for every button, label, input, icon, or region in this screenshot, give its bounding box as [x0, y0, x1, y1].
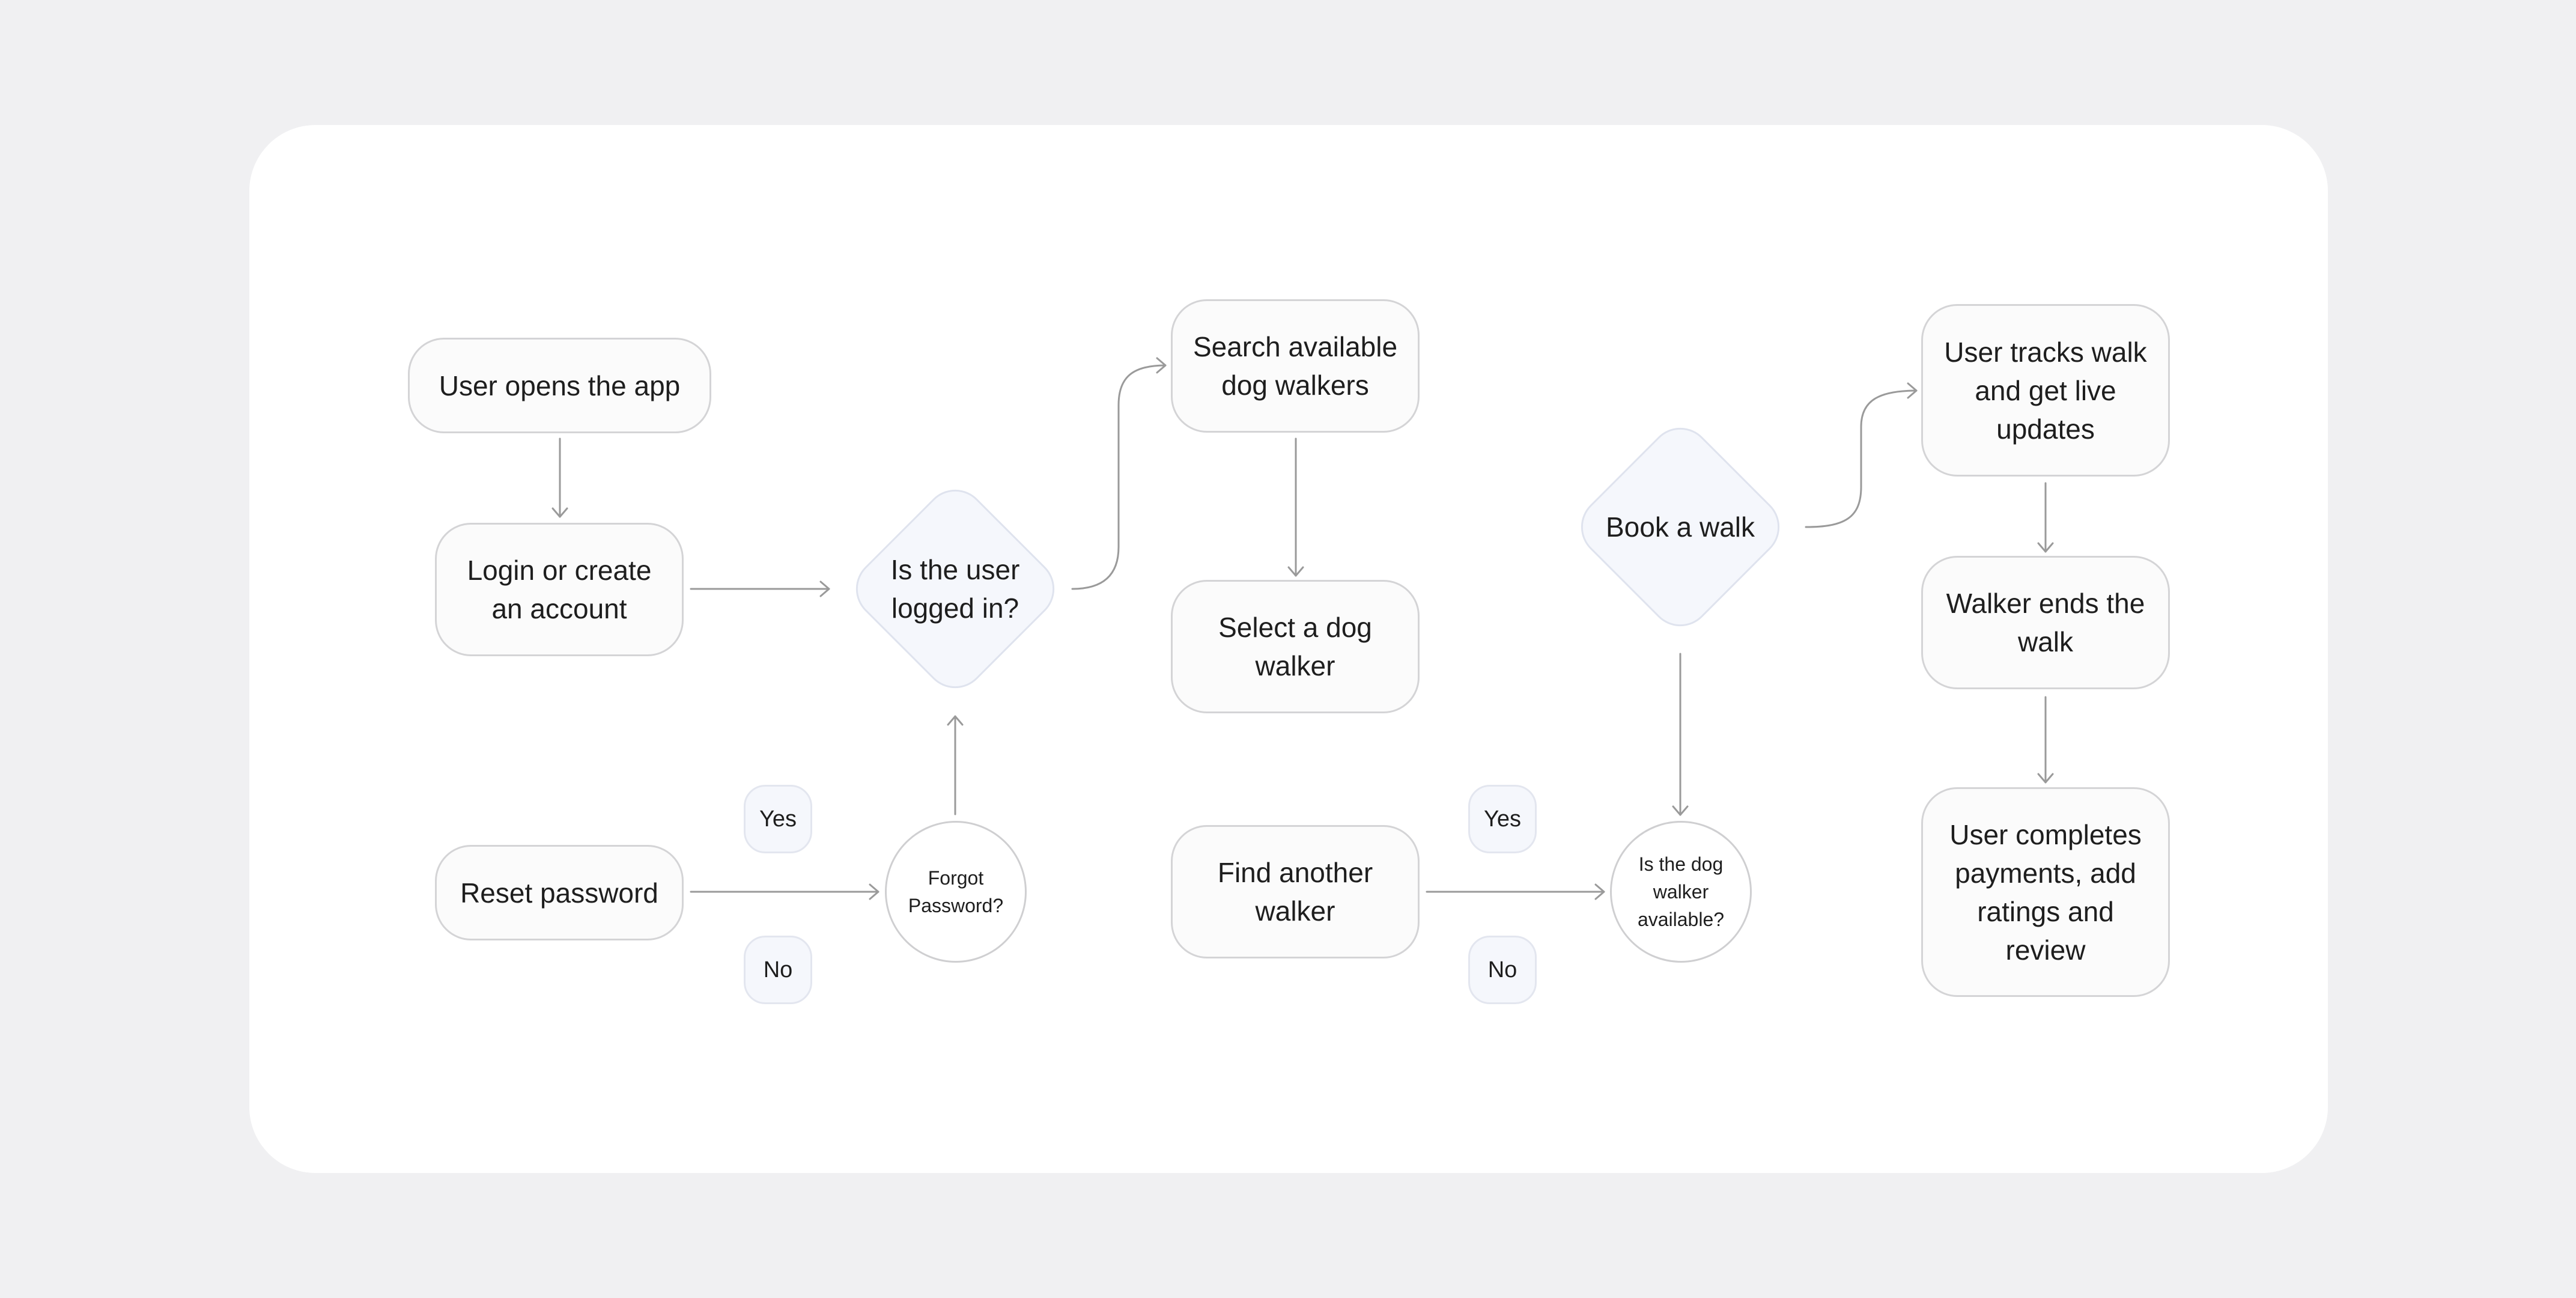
- arrowhead-decision-to-search: [1156, 357, 1167, 374]
- arrowhead-reset-to-forgot: [869, 883, 879, 900]
- node-label: Find another walker: [1217, 857, 1373, 927]
- node-reset-password[interactable]: Reset password: [435, 845, 684, 940]
- decision-walker-available-label: Is the dog walker available?: [1637, 853, 1725, 930]
- decision-is-user-logged-in-label: Is the user logged in?: [890, 554, 1020, 624]
- label-yes-right: Yes: [1468, 785, 1537, 853]
- connector-decision-to-search: [1071, 364, 1167, 590]
- arrowhead-ends-to-completes: [2037, 773, 2054, 784]
- node-user-completes-payments[interactable]: User completes payments, add ratings and…: [1921, 787, 2170, 997]
- decision-forgot-password[interactable]: Forgot Password?: [885, 821, 1027, 963]
- arrowhead-search-to-select: [1287, 566, 1304, 577]
- arrowhead-open-to-login: [551, 507, 568, 518]
- arrowhead-book-to-tracks: [1907, 382, 1918, 399]
- label-no-right: No: [1468, 936, 1537, 1004]
- node-label: User opens the app: [439, 370, 681, 401]
- arrowhead-forgot-to-decision: [947, 715, 964, 726]
- node-walker-ends-walk[interactable]: Walker ends the walk: [1921, 556, 2170, 689]
- node-label: Search available dog walkers: [1192, 331, 1398, 401]
- node-label: Select a dog walker: [1218, 612, 1372, 681]
- arrowhead-login-to-decision: [819, 580, 830, 597]
- node-label: User completes payments, add ratings and…: [1949, 818, 2142, 966]
- connector-book-to-tracks: [1805, 389, 1918, 528]
- node-user-opens-app[interactable]: User opens the app: [408, 338, 711, 433]
- node-label: Reset password: [460, 877, 658, 909]
- arrowhead-book-to-available: [1672, 805, 1689, 816]
- label-no-left: No: [744, 936, 812, 1004]
- label-yes-left: Yes: [744, 785, 812, 853]
- node-select-a-dog-walker[interactable]: Select a dog walker: [1171, 580, 1420, 713]
- node-label: Login or create an account: [467, 555, 652, 624]
- node-label: User tracks walk and get live updates: [1944, 336, 2147, 445]
- decision-forgot-password-label: Forgot Password?: [908, 867, 1004, 916]
- node-find-another-walker[interactable]: Find another walker: [1171, 825, 1420, 958]
- arrowhead-find-to-available: [1594, 883, 1605, 900]
- arrowhead-tracks-to-ends: [2037, 542, 2054, 553]
- node-login-or-create-account[interactable]: Login or create an account: [435, 523, 684, 656]
- node-label: Walker ends the walk: [1946, 588, 2145, 657]
- decision-book-a-walk-label: Book a walk: [1605, 511, 1755, 543]
- node-user-tracks-walk[interactable]: User tracks walk and get live updates: [1921, 304, 2170, 477]
- decision-walker-available[interactable]: Is the dog walker available?: [1610, 821, 1752, 963]
- node-search-available-dog-walkers[interactable]: Search available dog walkers: [1171, 299, 1420, 433]
